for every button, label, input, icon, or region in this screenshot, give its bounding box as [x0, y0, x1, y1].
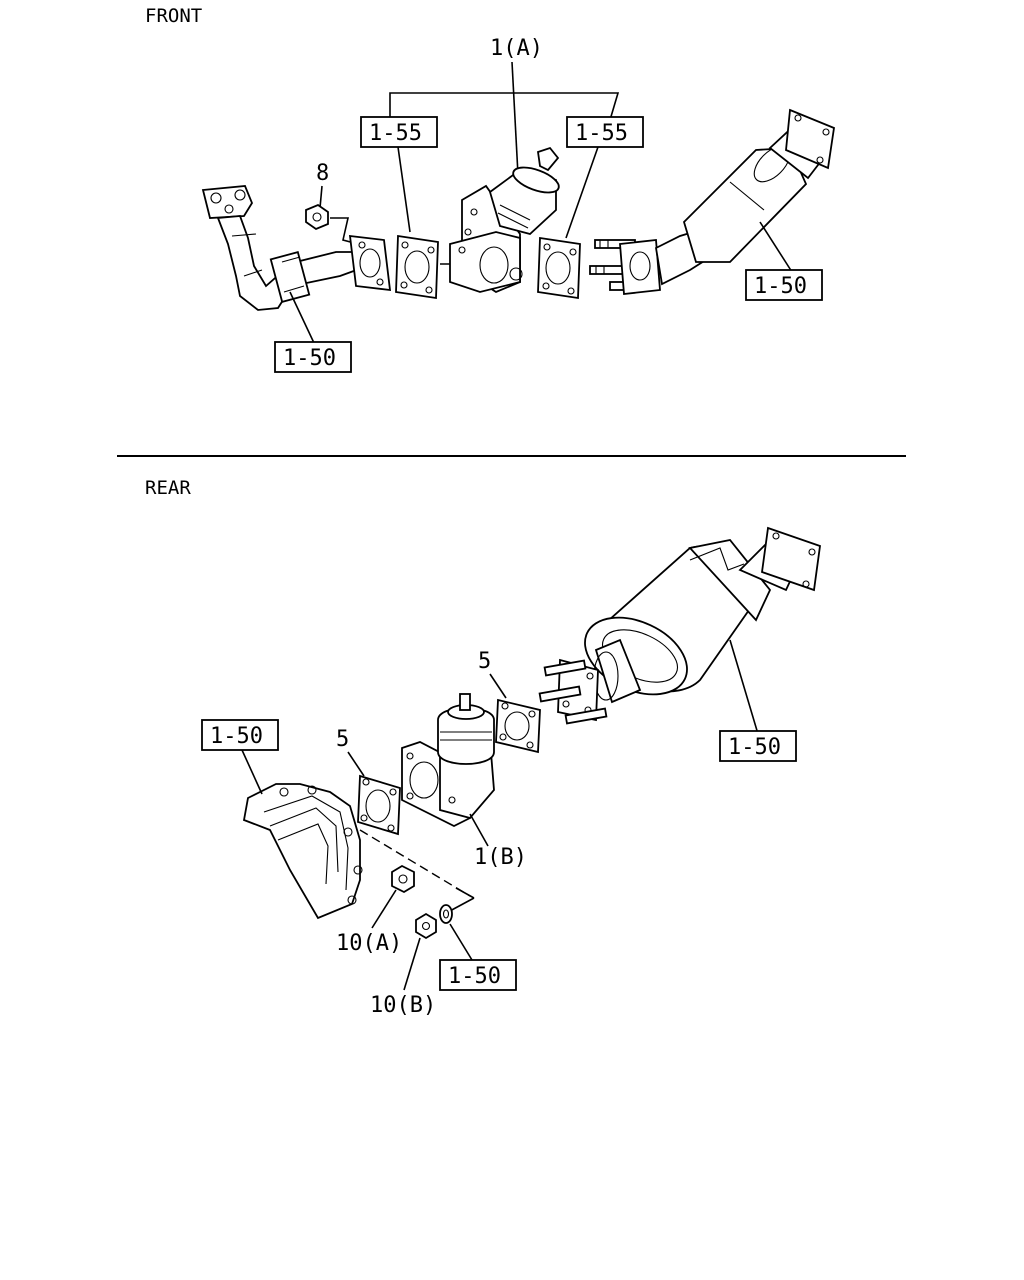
leader-10b [403, 937, 421, 991]
svg-text:1-55: 1-55 [369, 121, 422, 146]
exhaust-brake-valve-1a [449, 146, 560, 294]
ref-box-1-50-rear-right[interactable]: 1-50 [719, 730, 797, 762]
gasket-5-lower [357, 774, 401, 836]
leader-10a [371, 889, 397, 929]
ref-box-1-50-front-right[interactable]: 1-50 [745, 269, 823, 301]
bracket-rear-fasteners [455, 887, 475, 899]
leader-1-50-rear-bottom [449, 923, 473, 961]
bracket-rear-fasteners-b [447, 897, 475, 913]
part-1a-bracket [389, 61, 620, 176]
part-5-lower-label: 5 [336, 727, 349, 752]
ref-box-1-50-rear-topleft[interactable]: 1-50 [201, 719, 279, 751]
leader-part-8 [319, 185, 323, 209]
gasket-front-right [537, 236, 581, 300]
studs-rear [538, 659, 608, 725]
leader-part-5-upper [489, 673, 507, 699]
svg-text:1-50: 1-50 [283, 346, 336, 371]
leader-1-50-rear-right [729, 639, 759, 735]
exhaust-brake-valve-1b [401, 693, 495, 828]
svg-text:1-50: 1-50 [448, 964, 501, 989]
rear-manifold [242, 783, 363, 920]
leader-part-5-lower [347, 751, 365, 777]
front-section-label: FRONT [145, 5, 202, 27]
ref-box-1-55-right[interactable]: 1-55 [566, 116, 644, 148]
gasket-5-upper [495, 698, 541, 754]
front-pipe-right [619, 108, 835, 295]
rear-muffler [584, 526, 821, 696]
leader-part-1b [469, 813, 489, 847]
assembly-line-rear [359, 829, 471, 897]
leader-1-50-rear-topleft [241, 749, 263, 795]
ref-box-1-50-front-left[interactable]: 1-50 [274, 341, 352, 373]
leader-1-55-left [397, 146, 411, 233]
ref-box-1-50-rear-bottom[interactable]: 1-50 [439, 959, 517, 991]
svg-text:1-50: 1-50 [754, 274, 807, 299]
washer-rear [439, 904, 453, 924]
part-5-upper-label: 5 [478, 649, 491, 674]
svg-text:1-50: 1-50 [728, 735, 781, 760]
svg-text:1-55: 1-55 [575, 121, 628, 146]
part-10a-label: 10(A) [336, 931, 402, 956]
svg-text:1-50: 1-50 [210, 724, 263, 749]
part-8-label: 8 [316, 161, 329, 186]
gasket-front-left [395, 234, 439, 300]
leader-1-50-front-right [759, 221, 793, 273]
rear-section-label: REAR [145, 477, 191, 499]
nut-10a [391, 864, 415, 894]
part-1b-label: 1(B) [474, 845, 527, 870]
leader-1-55-right [565, 146, 599, 239]
nut-10b [415, 912, 437, 940]
leader-1-50-front-left [289, 291, 315, 344]
part-1a-label: 1(A) [490, 36, 543, 61]
ref-box-1-55-left[interactable]: 1-55 [360, 116, 438, 148]
nut-part-8 [305, 203, 329, 231]
front-pipe-left [201, 185, 392, 311]
part-10b-label: 10(B) [370, 993, 436, 1018]
